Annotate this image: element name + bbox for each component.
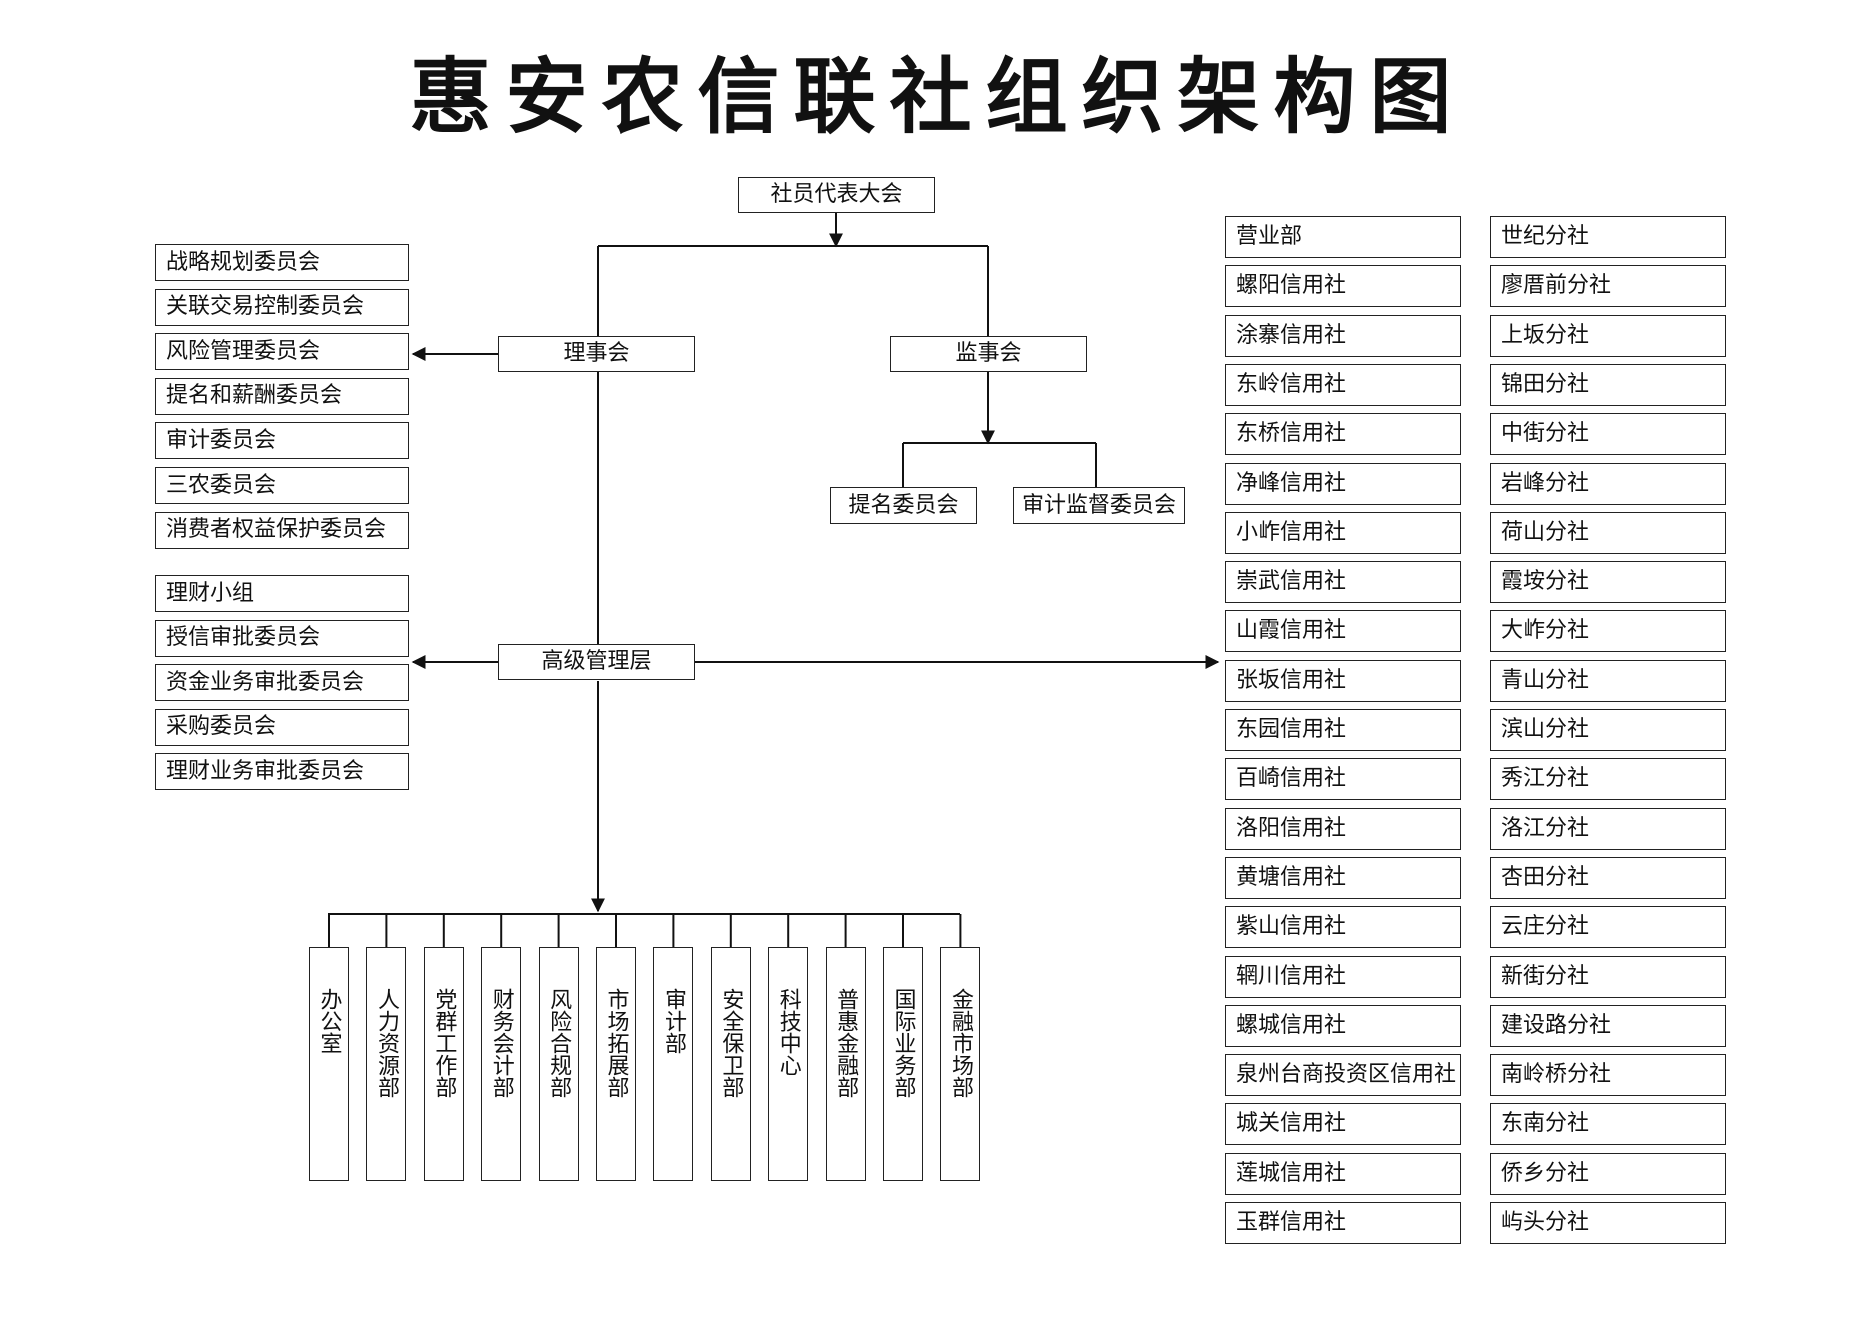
department-box: 科技中心 <box>768 947 809 1181</box>
sub-branch-box: 建设路分社 <box>1490 1004 1726 1047</box>
senior-management-box: 高级管理层 <box>498 644 695 680</box>
board-box: 理事会 <box>498 336 695 372</box>
branch-box: 张坂信用社 <box>1225 659 1461 702</box>
sub-branch-box: 荷山分社 <box>1490 511 1726 554</box>
sub-branch-box: 岩峰分社 <box>1490 462 1726 505</box>
sub-branch-box: 秀江分社 <box>1490 758 1726 801</box>
department-box: 普惠金融部 <box>825 947 866 1181</box>
department-box: 金融市场部 <box>940 947 981 1181</box>
branch-box: 莲城信用社 <box>1225 1152 1461 1195</box>
sub-branch-box: 云庄分社 <box>1490 906 1726 949</box>
branch-box: 涂寨信用社 <box>1225 314 1461 357</box>
branch-box: 紫山信用社 <box>1225 906 1461 949</box>
board-committee-box: 战略规划委员会 <box>155 244 409 281</box>
branch-box: 营业部 <box>1225 216 1461 258</box>
branch-box: 东园信用社 <box>1225 709 1461 751</box>
supervisory-committee-box: 提名委员会 <box>830 487 977 524</box>
board-committee-box: 关联交易控制委员会 <box>155 288 409 326</box>
board-committee-box: 风险管理委员会 <box>155 333 409 371</box>
sub-branch-box: 南岭桥分社 <box>1490 1054 1726 1097</box>
management-committee-box: 采购委员会 <box>155 708 409 746</box>
sub-branch-box: 世纪分社 <box>1490 216 1726 258</box>
board-committee-box: 提名和薪酬委员会 <box>155 377 409 415</box>
branch-box: 玉群信用社 <box>1225 1202 1461 1244</box>
branch-box: 螺阳信用社 <box>1225 265 1461 308</box>
sub-branch-box: 廖厝前分社 <box>1490 265 1726 308</box>
branch-box: 小岞信用社 <box>1225 511 1461 554</box>
branch-box: 洛阳信用社 <box>1225 807 1461 850</box>
sub-branch-box: 霞垵分社 <box>1490 561 1726 604</box>
sub-branch-box: 锦田分社 <box>1490 363 1726 406</box>
branch-box: 黄塘信用社 <box>1225 856 1461 899</box>
department-box: 风险合规部 <box>538 947 579 1181</box>
members-congress-box: 社员代表大会 <box>738 177 935 213</box>
page-title: 惠安农信联社组织架构图 <box>409 50 1466 145</box>
sub-branch-box: 洛江分社 <box>1490 807 1726 850</box>
sub-branch-box: 新街分社 <box>1490 955 1726 998</box>
branch-box: 东岭信用社 <box>1225 363 1461 406</box>
branch-box: 螺城信用社 <box>1225 1004 1461 1047</box>
department-box: 党群工作部 <box>423 947 464 1181</box>
department-box: 审计部 <box>653 947 694 1181</box>
branch-box: 辋川信用社 <box>1225 955 1461 998</box>
sub-branch-box: 屿头分社 <box>1490 1202 1726 1244</box>
management-committee-box: 资金业务审批委员会 <box>155 664 409 702</box>
management-committee-box: 理财业务审批委员会 <box>155 753 409 791</box>
sub-branch-box: 上坂分社 <box>1490 314 1726 357</box>
board-committee-box: 三农委员会 <box>155 467 409 504</box>
department-box: 人力资源部 <box>366 947 407 1181</box>
sub-branch-box: 侨乡分社 <box>1490 1152 1726 1195</box>
board-committee-box: 审计委员会 <box>155 422 409 460</box>
sub-branch-box: 东南分社 <box>1490 1103 1726 1146</box>
sub-branch-box: 滨山分社 <box>1490 709 1726 751</box>
sub-branch-box: 青山分社 <box>1490 659 1726 702</box>
sub-branch-box: 杏田分社 <box>1490 856 1726 899</box>
sub-branch-box: 大岞分社 <box>1490 610 1726 653</box>
branch-box: 东桥信用社 <box>1225 413 1461 456</box>
sub-branch-box: 中街分社 <box>1490 413 1726 456</box>
supervisory-committee-box: 审计监督委员会 <box>1013 487 1185 524</box>
department-box: 财务会计部 <box>481 947 522 1181</box>
department-box: 国际业务部 <box>883 947 923 1181</box>
department-box: 办公室 <box>309 947 349 1181</box>
board-committee-box: 消费者权益保护委员会 <box>155 511 409 549</box>
department-box: 安全保卫部 <box>710 947 751 1181</box>
management-committee-box: 理财小组 <box>155 575 409 612</box>
management-committee-box: 授信审批委员会 <box>155 619 409 657</box>
branch-box: 净峰信用社 <box>1225 462 1461 505</box>
branch-box: 城关信用社 <box>1225 1103 1461 1146</box>
branch-box: 百崎信用社 <box>1225 758 1461 801</box>
branch-box: 山霞信用社 <box>1225 610 1461 653</box>
branch-box: 泉州台商投资区信用社 <box>1225 1054 1461 1097</box>
supervisory-board-box: 监事会 <box>890 336 1087 372</box>
branch-box: 崇武信用社 <box>1225 561 1461 604</box>
department-box: 市场拓展部 <box>596 947 636 1181</box>
